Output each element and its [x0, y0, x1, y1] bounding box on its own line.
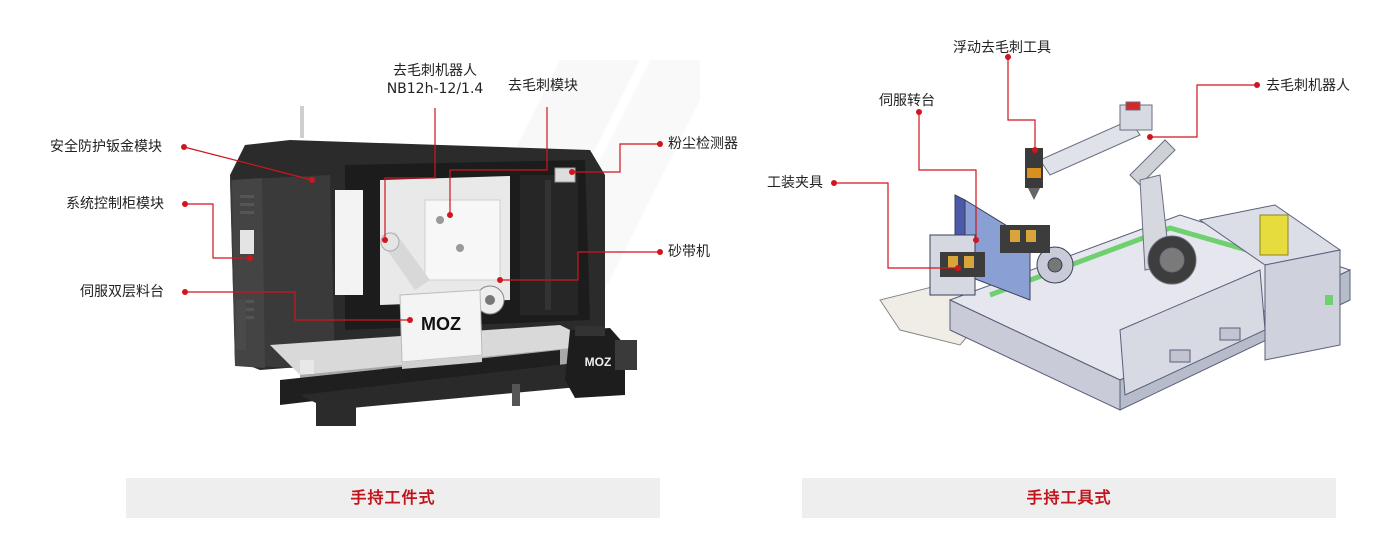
deburr-robot	[1039, 101, 1197, 285]
label-robot-model: NB12h-12/1.4	[386, 81, 484, 97]
label-robot: 去毛刺机器人	[1266, 78, 1350, 94]
label-safety-module: 安全防护钣金模块	[50, 139, 162, 155]
moz-logo-center: MOZ	[421, 314, 461, 334]
caption-bar-right	[802, 478, 1336, 518]
side-vent	[236, 300, 246, 350]
fixture	[940, 225, 1050, 277]
workcell-frame	[230, 140, 605, 370]
caption-right: 手持工具式	[1026, 488, 1112, 507]
leader-dots-right	[831, 54, 1260, 271]
label-deburr-module: 去毛刺模块	[508, 78, 578, 94]
label-fixture: 工装夹具	[767, 175, 823, 191]
label-servo-turntable: 伺服转台	[879, 93, 935, 109]
leader-lines-left	[183, 107, 660, 321]
workcell-illustration: MOZ MOZ	[181, 106, 663, 426]
leader-dots-left	[181, 141, 663, 323]
label-control-cabinet: 系统控制柜模块	[66, 196, 164, 212]
moz-box: MOZ	[399, 289, 483, 369]
moz-logo-small: MOZ	[585, 355, 612, 369]
caption-left: 手持工件式	[350, 488, 436, 507]
floating-tool	[1025, 148, 1043, 200]
antenna	[300, 106, 304, 138]
caption-bar-left	[126, 478, 660, 518]
left-panel: MOZ MOZ	[50, 63, 738, 518]
label-dust-detector: 粉尘检测器	[668, 136, 738, 152]
label-floating-tool: 浮动去毛刺工具	[953, 40, 1051, 56]
label-robot-name: 去毛刺机器人	[393, 63, 477, 79]
cad-workcell-illustration	[831, 54, 1352, 411]
leader-lines-right	[834, 57, 1257, 269]
right-panel: 浮动去毛刺工具 伺服转台 去毛刺机器人 工装夹具 手持工具式	[700, 0, 1400, 535]
controller-box: MOZ	[565, 326, 637, 398]
label-belt-sander: 砂带机	[668, 244, 710, 260]
label-servo-table: 伺服双层料台	[80, 284, 164, 300]
control-cabinet	[1198, 204, 1342, 361]
